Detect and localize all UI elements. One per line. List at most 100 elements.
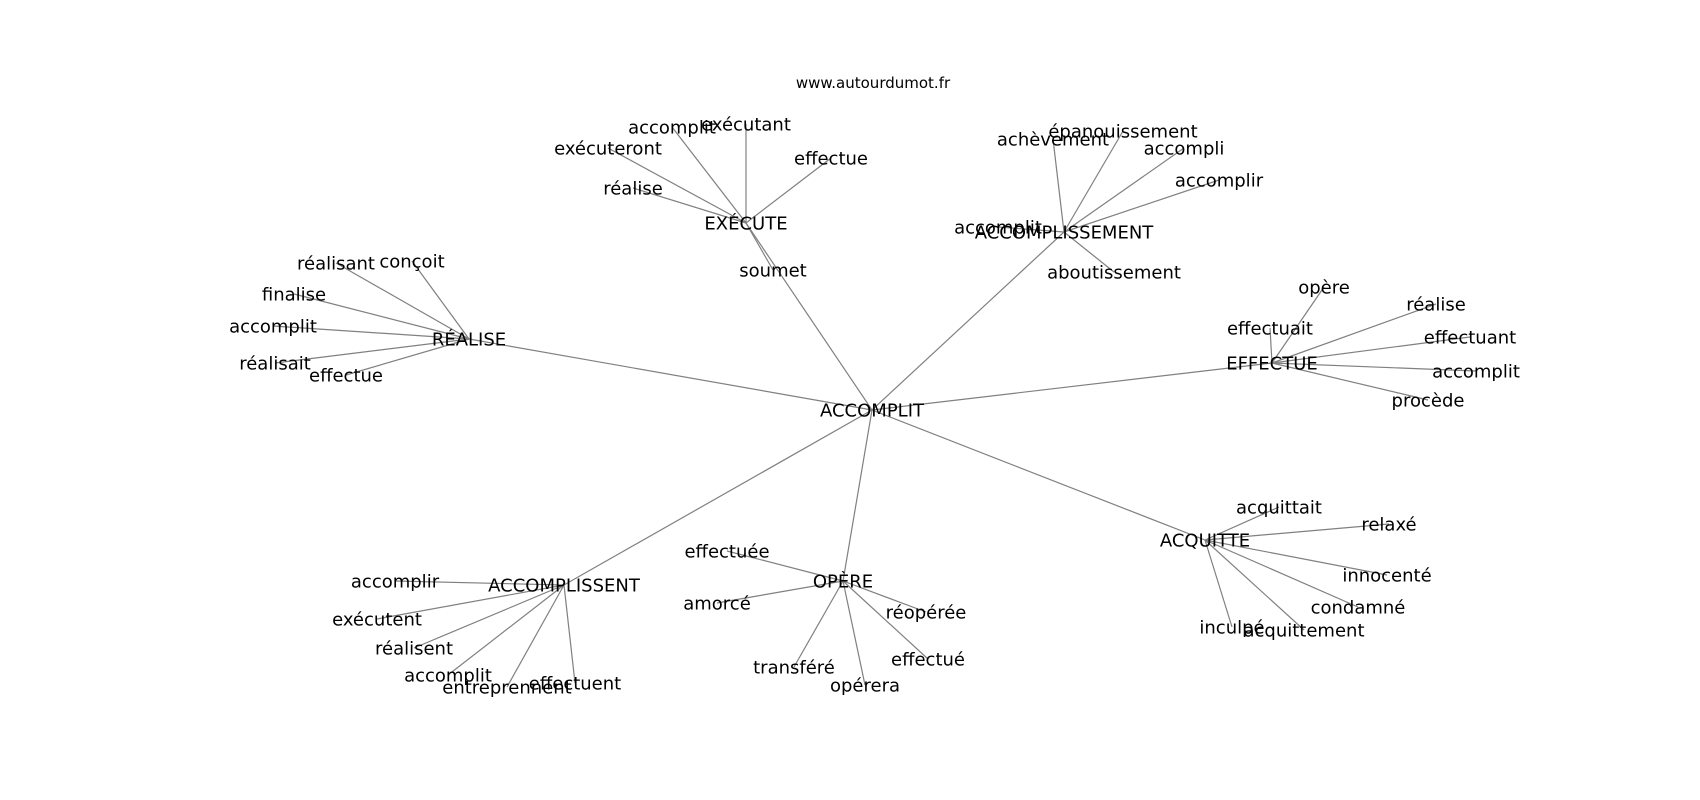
edge-acquitte-leaf-3 <box>1204 539 1359 608</box>
leaf-word-node: réalisant <box>297 253 375 274</box>
edge-effectue-leaf-3 <box>1271 336 1471 364</box>
edge-accomplissent-leaf-0 <box>394 580 565 586</box>
edge-accomplissement-leaf-1 <box>1063 130 1124 233</box>
edge-acquitte-leaf-2 <box>1204 539 1388 576</box>
edge-executer-leaf-0 <box>671 126 747 224</box>
edge-accomplissement-leaf-3 <box>1063 179 1220 233</box>
edge-effectue-leaf-1 <box>1271 303 1437 364</box>
leaf-word-node: effectuent <box>529 673 621 694</box>
leaf-word-node: effectue <box>794 148 868 169</box>
edge-acquitte-leaf-1 <box>1204 523 1390 541</box>
edge-acquitte-leaf-5 <box>1204 539 1305 631</box>
edge-center-effectue <box>871 362 1273 411</box>
edge-center-realise <box>468 338 873 411</box>
leaf-word-node: accomplit <box>229 316 317 337</box>
edge-realise-leaf-2 <box>293 293 470 340</box>
leaf-word-node: amorcé <box>683 593 751 614</box>
hub-word-node-realise: RÉALISE <box>432 328 506 350</box>
edge-accomplissent-leaf-2 <box>413 584 565 649</box>
leaf-word-node: réalise <box>1406 294 1466 315</box>
edge-executer-leaf-2 <box>607 147 747 224</box>
edge-realise-leaf-0 <box>335 262 470 340</box>
edge-accomplissent-leaf-5 <box>563 584 576 684</box>
edge-accomplissement-leaf-4 <box>997 226 1065 233</box>
leaf-word-node: réalise <box>603 178 663 199</box>
edge-executer-leaf-4 <box>632 187 747 224</box>
edge-center-acquitte <box>871 409 1206 541</box>
hub-word-node-opere: OPÈRE <box>813 570 873 592</box>
edge-accomplissement-leaf-2 <box>1063 147 1185 233</box>
hub-word-node-effectue: EFFECTUE <box>1226 353 1318 374</box>
edge-realise-leaf-3 <box>272 325 470 340</box>
edge-accomplissent-leaf-3 <box>447 584 565 676</box>
leaf-word-node: exécutant <box>701 114 791 135</box>
edge-acquitte-leaf-4 <box>1204 539 1233 628</box>
edge-opere-leaf-0 <box>726 550 844 582</box>
leaf-word-node: effectue <box>309 365 383 386</box>
leaf-word-node: acquittait <box>1236 497 1322 518</box>
leaf-word-node: accomplit <box>1432 361 1520 382</box>
edge-realise-leaf-1 <box>411 260 470 340</box>
edge-center-opere <box>842 409 873 582</box>
leaf-word-node: opère <box>1298 277 1350 298</box>
leaf-word-node: relaxé <box>1361 514 1416 535</box>
leaf-word-node: opérera <box>830 675 900 696</box>
edge-effectue-leaf-5 <box>1271 362 1429 401</box>
edge-accomplissent-leaf-4 <box>506 584 565 688</box>
edge-accomplissement-leaf-0 <box>1052 138 1065 233</box>
edge-executer-leaf-3 <box>745 157 832 224</box>
edge-opere-leaf-1 <box>716 580 844 604</box>
leaf-word-node: exécuteront <box>554 138 662 159</box>
leaf-word-node: accomplir <box>351 571 440 592</box>
leaf-word-node: accomplit <box>954 217 1042 238</box>
edge-acquitte-leaf-0 <box>1204 506 1280 541</box>
leaf-word-node: aboutissement <box>1047 262 1181 283</box>
leaf-word-node: entreprennent <box>442 677 571 698</box>
leaf-word-node: transféré <box>753 657 835 678</box>
leaf-word-node: accomplit <box>404 665 492 686</box>
leaf-word-node: réalisent <box>375 638 453 659</box>
hub-word-node-executer: EXÉCUTE <box>704 212 787 234</box>
edge-opere-leaf-5 <box>842 580 866 686</box>
leaf-word-node: finalise <box>262 284 326 305</box>
edge-realise-leaf-5 <box>345 338 470 376</box>
edge-opere-leaf-2 <box>842 580 927 613</box>
graph-labels: ACCOMPLITEXÉCUTEaccomplitexécutantexécut… <box>229 114 1520 698</box>
leaf-word-node: acquittement <box>1243 620 1364 641</box>
hub-word-node-accomplissent: ACCOMPLISSENT <box>488 575 641 596</box>
leaf-word-node: accomplir <box>1175 170 1264 191</box>
leaf-word-node: effectuant <box>1424 327 1516 348</box>
center-word-node: ACCOMPLIT <box>820 400 925 421</box>
leaf-word-node: innocenté <box>1342 565 1431 586</box>
edge-accomplissement-leaf-5 <box>1063 231 1115 273</box>
leaf-word-node: procède <box>1392 390 1465 411</box>
edge-opere-leaf-3 <box>842 580 929 660</box>
site-url: www.autourdumot.fr <box>796 74 951 92</box>
edge-center-accomplissement <box>871 231 1065 411</box>
edge-effectue-leaf-2 <box>1269 327 1273 364</box>
leaf-word-node: exécutent <box>332 609 422 630</box>
edge-center-accomplissent <box>563 409 873 586</box>
edge-opere-leaf-4 <box>793 580 844 668</box>
leaf-word-node: accomplit <box>628 117 716 138</box>
leaf-word-node: soumet <box>739 260 806 281</box>
edge-accomplissent-leaf-1 <box>376 584 565 620</box>
hub-word-node-acquitte: ACQUITTE <box>1160 530 1250 551</box>
leaf-word-node: accompli <box>1144 138 1225 159</box>
graph-edges <box>272 124 1477 688</box>
edge-executer-leaf-5 <box>745 222 774 271</box>
edge-center-executer <box>745 222 873 411</box>
hub-word-node-accomplissement: ACCOMPLISSEMENT <box>975 222 1155 243</box>
leaf-word-node: condamné <box>1311 597 1406 618</box>
leaf-word-node: effectuait <box>1227 318 1313 339</box>
leaf-word-node: réopérée <box>886 602 967 623</box>
leaf-word-node: épanouissement <box>1048 121 1197 142</box>
edge-effectue-leaf-0 <box>1271 286 1325 364</box>
leaf-word-node: effectué <box>891 649 965 670</box>
leaf-word-node: réalisait <box>239 353 311 374</box>
edge-effectue-leaf-4 <box>1271 362 1477 372</box>
leaf-word-node: achèvement <box>997 129 1109 150</box>
leaf-word-node: effectuée <box>684 541 769 562</box>
leaf-word-node: conçoit <box>379 251 444 272</box>
